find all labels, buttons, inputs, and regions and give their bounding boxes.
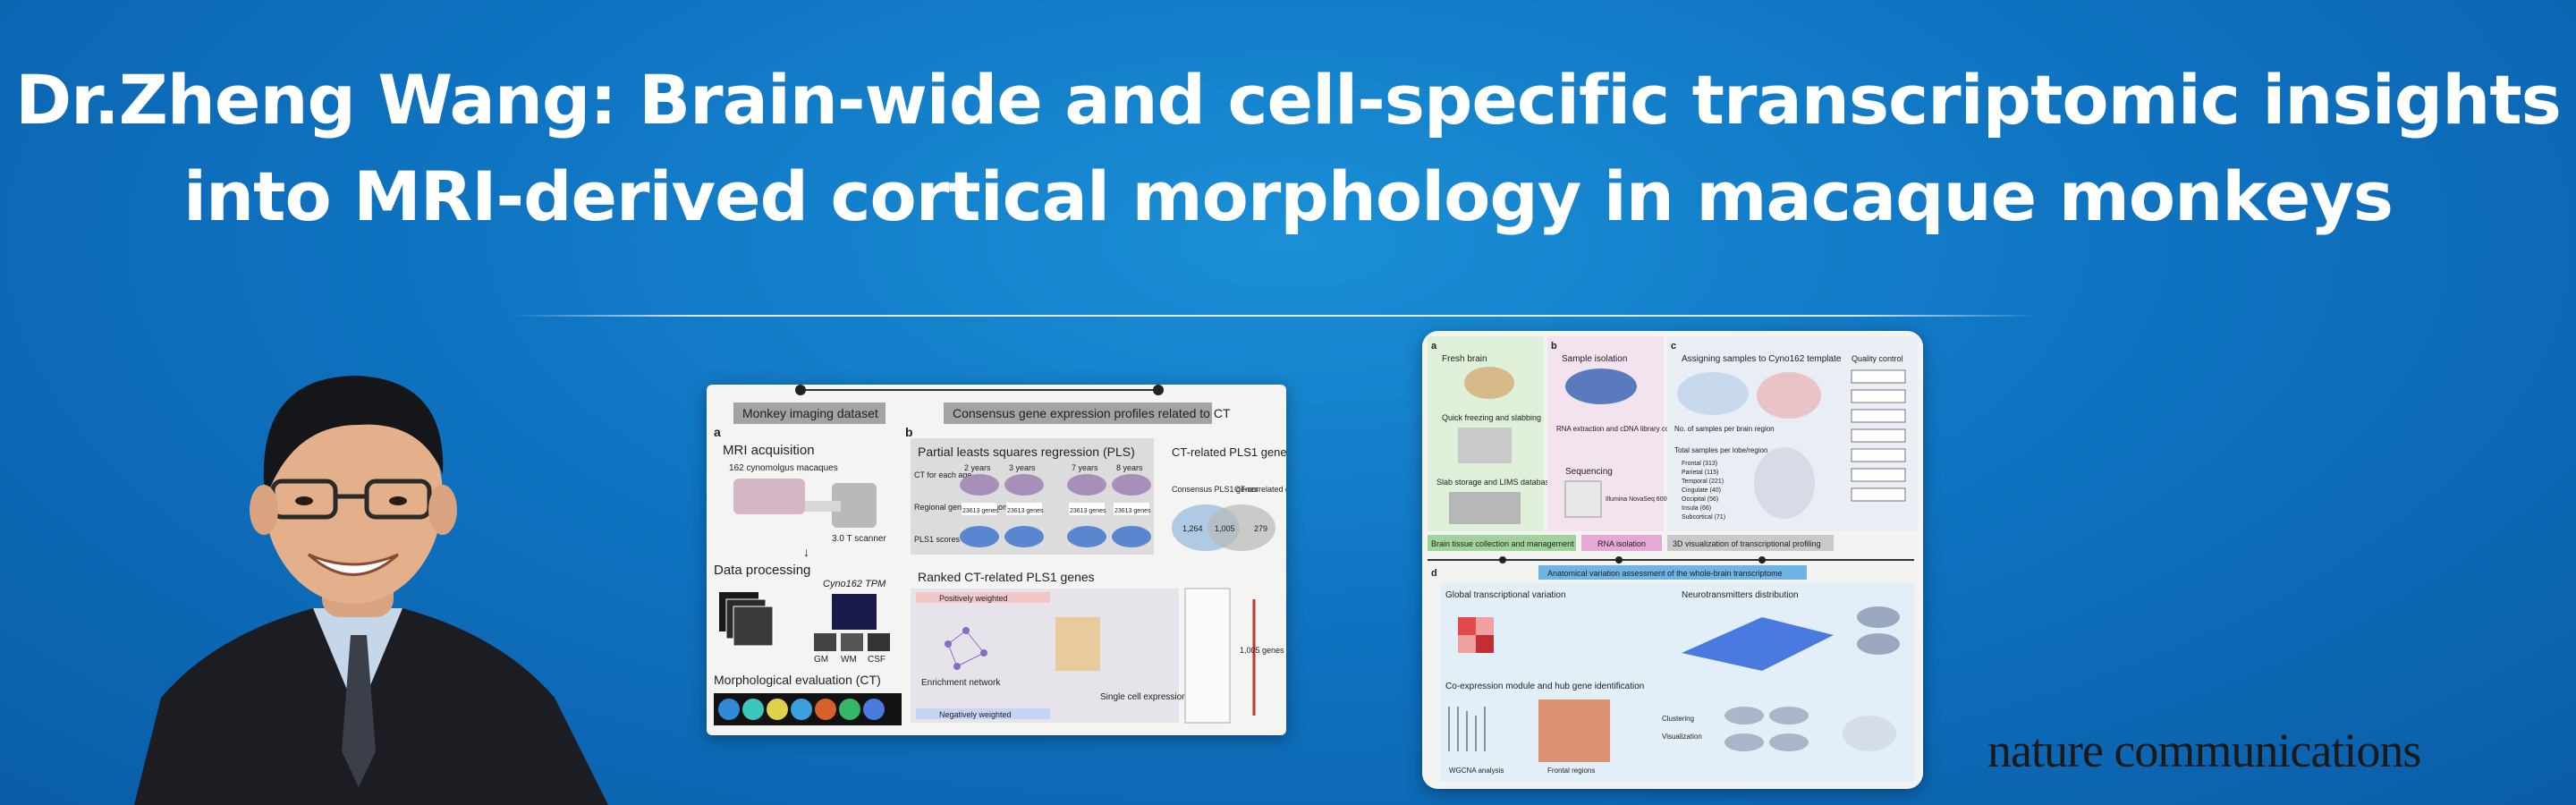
header-a-text: Monkey imaging dataset [742,406,878,420]
pos-weighted-text: Positively weighted [939,594,1008,603]
label-c: c [1671,341,1676,352]
header-b-text: Consensus gene expression profiles relat… [953,406,1231,420]
age-label: 7 years [1072,463,1098,472]
rna-extraction-text: RNA extraction and cDNA library construc… [1556,425,1700,433]
clustering-text: Clustering [1662,715,1694,723]
global-var-text: Global transcriptional variation [1445,590,1566,600]
genes-1005-text: 1,005 genes [1240,646,1284,655]
pls1-scores-text: PLS1 scores [914,535,961,544]
venn-diagram [1172,504,1275,551]
genes-count-text: 23613 genes [962,508,999,514]
enrichment-text: Enrichment network [921,678,1001,688]
venn-n2: 1,005 [1215,524,1235,533]
brain-row [960,474,1151,547]
age-label: 8 years [1116,463,1143,472]
portrait-photo [134,376,608,805]
lobe-item: Insula (66) [1682,505,1711,512]
freezing-text: Quick freezing and slabbing [1442,413,1541,422]
enrichment-network [945,627,987,670]
stage3-text: 3D visualization of transcriptional prof… [1673,539,1821,548]
wm-text: WM [841,655,857,665]
lobe-item: Subcortical (71) [1682,514,1725,521]
quality-control-text: Quality control [1852,354,1903,363]
label-a: a [1431,341,1437,352]
lobe-item: Frontal (313) [1682,461,1717,467]
stage2-text: RNA isolation [1597,539,1646,548]
genes-count-text: 23613 genes [1070,508,1106,514]
age-label: 3 years [1009,463,1036,472]
lobe-item: Temporal (221) [1682,479,1724,485]
label-d: d [1431,568,1437,579]
lobe-item: Cingulate (40) [1682,487,1721,494]
visualization-text: Visualization [1662,733,1702,741]
ct-related-text: CT-related PLS1 genes [1172,445,1286,459]
svg-text:↓: ↓ [803,545,809,559]
page-title: Dr.Zheng Wang: Brain-wide and cell-speci… [0,52,2576,245]
title-divider [510,315,2039,317]
ct-brain-strip [714,693,902,725]
ct-each-age-text: CT for each age [914,470,971,479]
consensus-text: Consensus PLS1 genes [1172,485,1258,494]
wgcna-text: WGCNA analysis [1449,767,1504,775]
ranked-text: Ranked CT-related PLS1 genes [918,570,1095,584]
age-label: 2 years [964,463,991,472]
lobe-item: Parietal (115) [1682,470,1719,476]
total-samples-text: Total samples per lobe/region [1674,446,1768,454]
figure-panel-right: a Fresh brain Quick freezing and slabbin… [1422,331,1923,789]
mri-acquisition-text: MRI acquisition [723,443,815,458]
frontal-regions-text: Frontal regions [1547,767,1595,775]
anatomical-text: Anatomical variation assessment of the w… [1547,569,1783,578]
neg-weighted-text: Negatively weighted [939,710,1012,719]
lobe-item: Occipital (56) [1682,496,1718,503]
slab-storage-text: Slab storage and LIMS databases [1436,478,1558,487]
fresh-brain-text: Fresh brain [1442,354,1487,364]
scanner-text: 3.0 T scanner [832,534,886,544]
data-processing-text: Data processing [714,563,810,578]
label-b: b [1551,341,1557,352]
neuro-text: Neurotransmitters distribution [1682,590,1799,600]
cyno-tpm-text: Cyno162 TPM [823,579,886,589]
csf-text: CSF [868,655,886,665]
module-brains [1724,707,1896,751]
genes-count-text: 23613 genes [1114,508,1151,514]
sample-isolation-text: Sample isolation [1562,354,1627,364]
coexpr-text: Co-expression module and hub gene identi… [1445,682,1644,691]
pls-title-text: Partial leasts squares regression (PLS) [918,445,1135,459]
title-line-2: into MRI-derived cortical morphology in … [182,157,2394,236]
title-line-1: Dr.Zheng Wang: Brain-wide and cell-speci… [15,60,2562,140]
regional-gene-text: Regional gene expression [914,503,1007,512]
sequencing-text: Sequencing [1565,467,1613,477]
samples-per-region-text: No. of samples per brain region [1674,425,1775,433]
gm-text: GM [814,655,828,665]
qc-flowchart [1851,369,1906,502]
macaques-text: 162 cynomolgus macaques [729,463,838,473]
ct-correlated-text: CT-correlated genes [1234,485,1286,494]
assigning-text: Assigning samples to Cyno162 template [1682,354,1842,364]
venn-n1: 1,264 [1182,524,1203,533]
label-a: a [714,425,721,439]
venn-n3: 279 [1254,524,1267,533]
morph-eval-text: Morphological evaluation (CT) [714,673,881,687]
single-cell-text: Single cell expression data [1100,692,1207,702]
genes-count-text: 23613 genes [1007,508,1044,514]
figure-panel-left: Monkey imaging dataset Consensus gene ex… [707,385,1286,735]
nature-communications-logo: nature communications [1987,724,2421,777]
illumina-text: Illumina NovaSeq 6000 [1606,496,1670,503]
heatmap-mini [1458,617,1494,653]
label-b: b [905,425,913,439]
stage1-text: Brain tissue collection and management [1431,539,1574,548]
